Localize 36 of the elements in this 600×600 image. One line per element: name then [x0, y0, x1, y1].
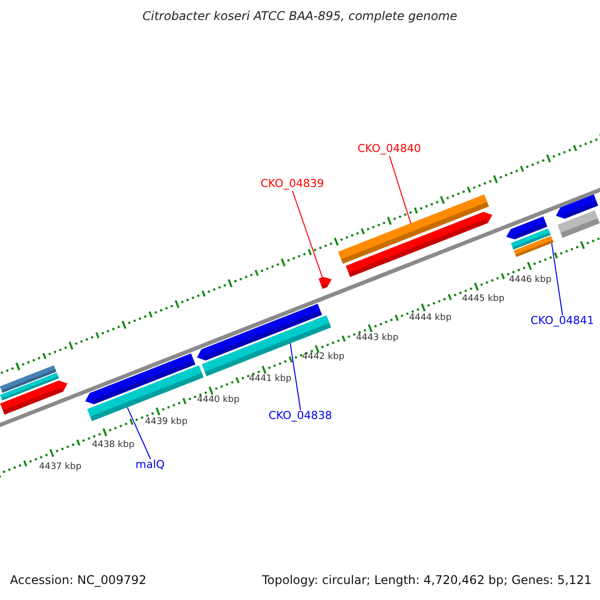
scale-label: 4443 kbp: [356, 333, 398, 344]
gene-feature: [0, 380, 68, 415]
scale-label: 4445 kbp: [462, 294, 504, 304]
gene-feature: [557, 210, 600, 238]
scale-label: 4444 kbp: [409, 313, 452, 324]
gene-label: CKO_04839: [260, 178, 324, 191]
scale-label: 4438 kbp: [92, 440, 134, 450]
gene-label: CKO_04838: [268, 410, 332, 423]
gene-feature: [196, 304, 322, 361]
gene-feature: [318, 276, 332, 289]
scale-label: 4442 kbp: [302, 352, 344, 362]
scale-label: 4439 kbp: [145, 417, 188, 428]
gene-feature: [506, 216, 548, 240]
scale-label: 4441 kbp: [249, 374, 292, 384]
gene-feature: [346, 212, 492, 278]
footer-text: Accession: NC_009792: [10, 574, 146, 588]
footer-text: Topology: circular; Length: 4,720,462 bp; Genes: 5,121: [262, 574, 592, 588]
leader-line: [292, 190, 323, 278]
gene-feature: [85, 353, 196, 404]
gene-feature: [0, 372, 59, 400]
scale-label: 4437 kbp: [39, 462, 82, 472]
gene-feature: [510, 228, 551, 250]
gene-feature: [338, 194, 489, 264]
gene-feature: [0, 365, 56, 393]
gene-feature: [514, 236, 554, 258]
leader-line: [551, 242, 563, 316]
gene-label: CKO_04841: [530, 315, 594, 328]
leader-line: [290, 342, 301, 410]
gene-label: CKO_04840: [358, 143, 421, 156]
leader-line: [389, 156, 412, 224]
gene-feature: [556, 194, 598, 219]
scale-label: 4440 kbp: [197, 395, 240, 406]
gene-label: malQ: [136, 459, 165, 472]
leader-line: [126, 406, 151, 460]
scale-label: 4446 kbp: [509, 275, 552, 286]
title: Citrobacter koseri ATCC BAA-895, complete genome: [142, 10, 458, 24]
